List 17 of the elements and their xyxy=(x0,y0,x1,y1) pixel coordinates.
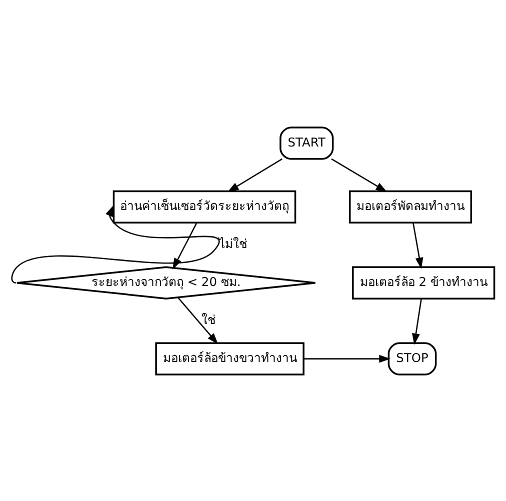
edge-label: ใช่ xyxy=(201,312,216,327)
arrow xyxy=(172,222,198,269)
arrow xyxy=(412,298,422,344)
node-diamond: ระยะห่างจากวัตถุ < 20 ซม. xyxy=(16,266,316,299)
node-box: START xyxy=(280,126,334,160)
node-box: มอเตอร์ล้อ 2 ข้างทำงาน xyxy=(352,266,496,299)
node-box: มอเตอร์ล้อข้างขวาทำงาน xyxy=(155,342,304,375)
arrow xyxy=(11,204,220,283)
arrow xyxy=(412,222,424,268)
arrow xyxy=(227,158,282,192)
node-box: STOP xyxy=(388,342,437,375)
arrow xyxy=(177,296,218,344)
edge-label: ไม่ใช่ xyxy=(218,236,247,251)
arrow xyxy=(304,354,391,362)
node-box: มอเตอร์พัดลมทำงาน xyxy=(348,190,472,223)
arrow xyxy=(331,158,388,192)
node-box: อ่านค่าเซ็นเซอร์วัดระยะห่างวัตถุ xyxy=(112,190,296,223)
